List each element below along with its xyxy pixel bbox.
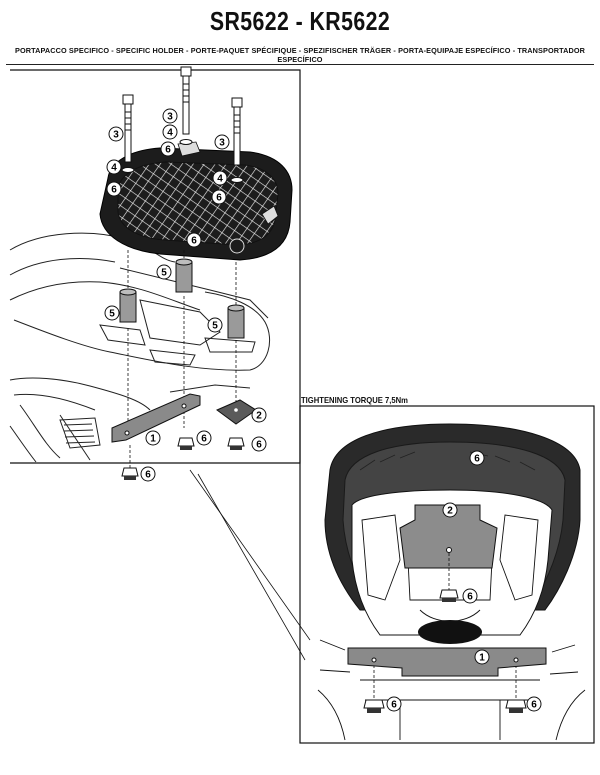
svg-text:2: 2 <box>256 411 262 422</box>
svg-text:6: 6 <box>165 145 171 156</box>
svg-text:5: 5 <box>109 309 115 320</box>
svg-text:3: 3 <box>113 130 119 141</box>
callout-5-right: 5 <box>207 317 223 333</box>
callout-6-bracket: 6 <box>196 430 212 446</box>
svg-text:6: 6 <box>111 185 117 196</box>
page-subtitle: PORTAPACCO SPECIFICO - SPECIFIC HOLDER -… <box>14 46 586 64</box>
spacer-center <box>175 258 193 293</box>
svg-text:3: 3 <box>219 138 225 149</box>
svg-text:6: 6 <box>531 700 537 711</box>
bolt-right <box>231 97 243 166</box>
svg-text:6: 6 <box>216 193 222 204</box>
callout-4-right: 4 <box>212 170 228 186</box>
svg-text:6: 6 <box>145 470 151 481</box>
tightening-torque-label: TIGHTENING TORQUE 7,5Nm <box>301 395 408 405</box>
top-rack-plate <box>99 141 293 261</box>
page-title: SR5622 - KR5622 <box>209 6 391 36</box>
callout-6-top: 6 <box>160 141 176 157</box>
small-plate <box>216 399 257 425</box>
header-divider <box>6 64 594 65</box>
callout-6-right: 6 <box>211 189 227 205</box>
detail-leader-lines <box>189 469 311 661</box>
detail-nut-center <box>439 589 459 602</box>
callout-1-main: 1 <box>145 430 161 446</box>
frame-opening <box>418 620 482 644</box>
washer-left <box>121 167 135 173</box>
svg-text:1: 1 <box>479 653 485 664</box>
detail-nut-right <box>505 699 527 713</box>
callout-6-detail-center: 6 <box>462 588 478 604</box>
callout-2-detail: 2 <box>442 502 458 518</box>
svg-text:6: 6 <box>256 440 262 451</box>
callout-4-left: 4 <box>106 159 122 175</box>
callout-6-detail-left: 6 <box>386 696 402 712</box>
callout-6-outside: 6 <box>140 466 156 482</box>
callout-6-plate: 6 <box>186 232 202 248</box>
callout-3-right: 3 <box>214 134 230 150</box>
nut-outside <box>121 467 139 480</box>
washer-right <box>230 177 244 183</box>
washer-center <box>179 139 193 145</box>
svg-text:1: 1 <box>150 434 156 445</box>
mounting-bracket <box>111 393 201 443</box>
svg-text:6: 6 <box>191 236 197 247</box>
spacer-right <box>227 304 245 339</box>
callout-6-plate-nut: 6 <box>251 436 267 452</box>
detail-bracket <box>347 647 547 677</box>
callout-3-center: 3 <box>162 108 178 124</box>
svg-text:6: 6 <box>391 700 397 711</box>
callout-3-left: 3 <box>108 126 124 142</box>
bolt-center <box>180 66 192 135</box>
svg-text:5: 5 <box>161 268 167 279</box>
svg-text:5: 5 <box>212 321 218 332</box>
detail-plate-hole <box>446 547 452 553</box>
callout-2-main: 2 <box>251 407 267 423</box>
svg-text:3: 3 <box>167 112 173 123</box>
bolt-left <box>122 94 134 163</box>
callout-1-detail: 1 <box>474 649 490 665</box>
callout-4-center: 4 <box>162 124 178 140</box>
svg-text:6: 6 <box>201 434 207 445</box>
svg-text:6: 6 <box>467 592 473 603</box>
callout-5-left: 5 <box>104 305 120 321</box>
exploded-view-panel <box>9 66 301 480</box>
detail-nut-left <box>363 699 385 713</box>
spacer-left <box>119 288 137 323</box>
svg-text:4: 4 <box>217 174 223 185</box>
svg-text:4: 4 <box>167 128 173 139</box>
nut-bottom-center <box>177 437 195 450</box>
svg-text:4: 4 <box>111 163 117 174</box>
svg-text:2: 2 <box>447 506 453 517</box>
callout-6-left: 6 <box>106 181 122 197</box>
svg-text:6: 6 <box>474 454 480 465</box>
detail-view-panel <box>299 405 595 744</box>
callout-6-detail-top: 6 <box>469 450 485 466</box>
detail-plate <box>399 504 498 569</box>
callout-6-detail-right: 6 <box>526 696 542 712</box>
nut-bottom-right <box>227 437 245 450</box>
callout-5-center: 5 <box>156 264 172 280</box>
